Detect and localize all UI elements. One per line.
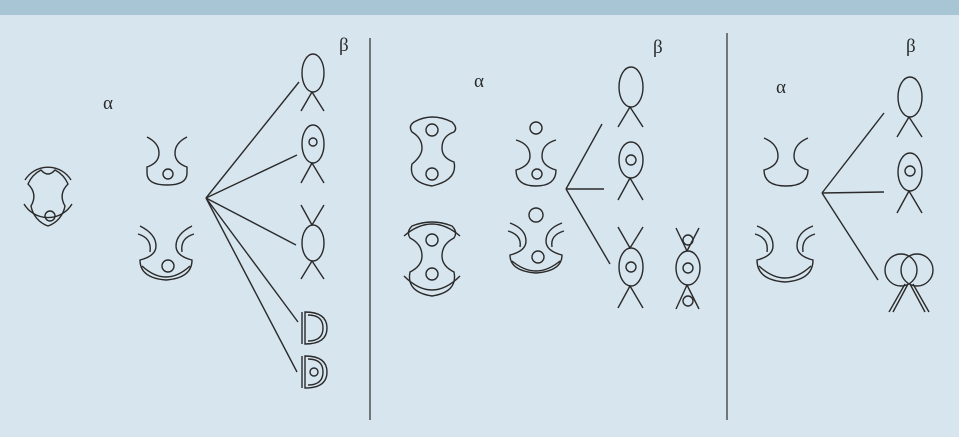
panel-2-beta-cell-4 [675,227,701,310]
panel-3-fan-lines [821,112,885,281]
top-band [0,0,959,15]
panel-3-beta-cell-3 [884,253,934,313]
panel-1-origin-cell [23,166,73,227]
panel-2-cell-bottom [403,221,461,297]
panel-2-alpha-cell-bottom [507,207,565,274]
panel-1-beta-label: β [339,35,349,56]
panel-2: α β [403,37,701,310]
panel-2-beta-cell-2 [617,141,644,201]
panel-1-beta-cell-1 [300,53,325,112]
panel-1-beta-cell-4 [301,311,328,345]
panel-2-alpha-cell-top [515,121,557,187]
panel-2-beta-label: β [653,37,663,58]
panel-2-fan-lines [565,123,611,265]
panel-3-beta-cell-1 [896,76,923,138]
panel-1-alpha-cell-top [146,136,188,186]
panel-1-alpha-label: α [103,93,113,114]
panel-3-alpha-cell-bottom [754,225,816,283]
panel-3-beta-cell-2 [896,152,923,214]
panel-2-alpha-label: α [474,71,484,92]
panel-2-cell-top [409,116,457,187]
panel-2-beta-cell-1 [617,66,644,128]
panel-3: α β [754,36,934,313]
panel-1-fan-lines [205,81,300,373]
panel-1: α β [23,35,349,389]
panel-1-beta-cell-2 [300,124,325,184]
panel-3-alpha-cell-top [763,137,809,187]
panel-2-beta-cell-3 [617,226,644,309]
panel-3-beta-label: β [906,36,916,57]
panel-1-beta-cell-3 [300,204,325,280]
panel-1-alpha-cell-bottom [137,225,195,281]
panel-3-alpha-label: α [776,77,786,98]
panel-1-beta-cell-5 [301,355,328,389]
